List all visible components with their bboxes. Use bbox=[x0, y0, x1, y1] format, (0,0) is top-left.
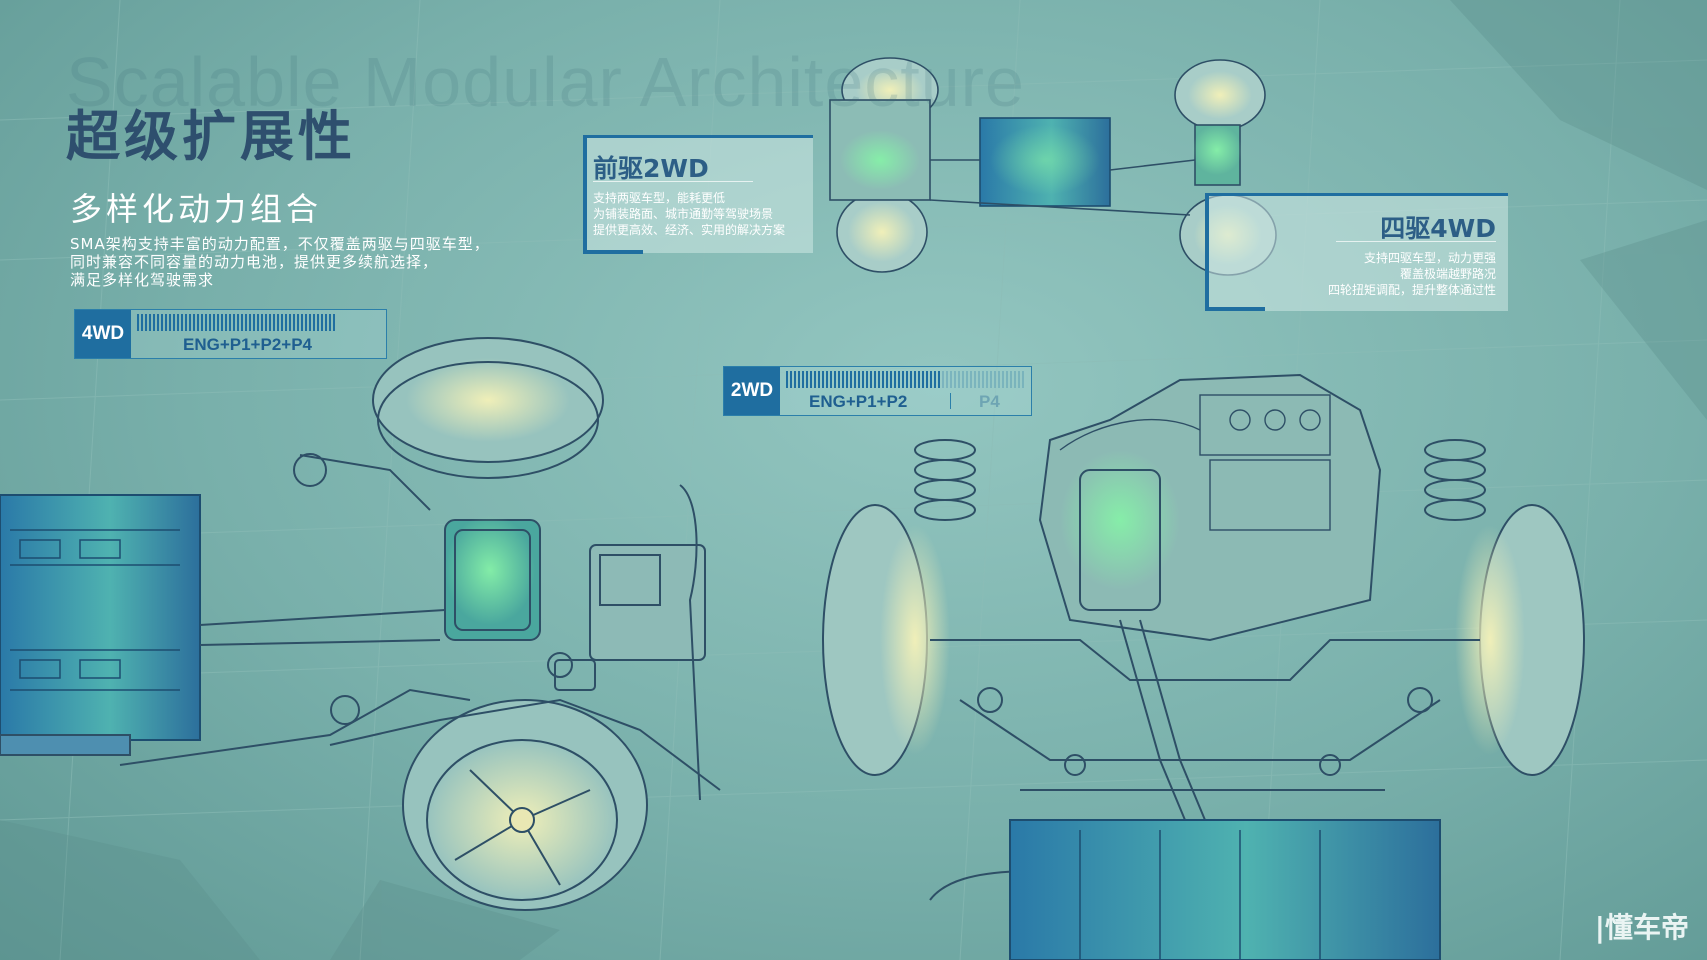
card-4wd: 四驱4WD 支持四驱车型，动力更强 覆盖极端越野路况 四轮扭矩调配，提升整体通过… bbox=[1205, 193, 1508, 311]
card-4wd-title: 四驱4WD bbox=[1380, 214, 1496, 243]
card-4wd-topline bbox=[1205, 193, 1508, 196]
rear-chassis-4wd bbox=[0, 337, 721, 911]
badge-4wd: 4WD ENG+P1+P2+P4 bbox=[74, 309, 387, 359]
description-line-3: 满足多样化驾驶需求 bbox=[70, 271, 215, 289]
corner-watermark-logo: |懂车帝 bbox=[1594, 911, 1689, 944]
description-line-1: SMA架构支持丰富的动力配置，不仅覆盖两驱与四驱车型， bbox=[70, 235, 490, 253]
card-4wd-stripe bbox=[1205, 193, 1209, 311]
badge-2wd-divider bbox=[950, 393, 951, 409]
section-subtitle: 多样化动力组合 bbox=[70, 190, 323, 228]
card-2wd-line-1: 支持两驱车型，能耗更低 bbox=[593, 191, 726, 205]
badge-4wd-level-bar bbox=[137, 314, 335, 331]
card-2wd-bottom-accent bbox=[583, 250, 643, 254]
badge-4wd-config: ENG+P1+P2+P4 bbox=[183, 335, 313, 354]
card-2wd-topline bbox=[583, 135, 813, 138]
badge-2wd-level-bar bbox=[786, 371, 941, 388]
card-2wd-stripe bbox=[583, 135, 587, 253]
card-4wd-line-1: 支持四驱车型，动力更强 bbox=[1363, 251, 1496, 265]
card-2wd-title: 前驱2WD bbox=[593, 154, 709, 183]
description-line-2: 同时兼容不同容量的动力电池，提供更多续航选择， bbox=[70, 253, 439, 271]
card-2wd-line-2: 为铺装路面、城市通勤等驾驶场景 bbox=[593, 207, 774, 221]
background-headline: Scalable Modular Architecture bbox=[66, 43, 1025, 121]
card-2wd: 前驱2WD 支持两驱车型，能耗更低 为铺装路面、城市通勤等驾驶场景 提供更高效、… bbox=[583, 135, 813, 254]
card-4wd-line-3: 四轮扭矩调配，提升整体通过性 bbox=[1327, 283, 1496, 297]
badge-2wd-tag: 2WD bbox=[724, 367, 780, 415]
badge-2wd-config: ENG+P1+P2 bbox=[809, 392, 908, 411]
badge-2wd: 2WD ENG+P1+P2 P4 bbox=[723, 366, 1032, 416]
page-title: 超级扩展性 bbox=[66, 105, 356, 168]
badge-4wd-tag: 4WD bbox=[75, 310, 131, 358]
card-4wd-divider bbox=[1336, 241, 1496, 242]
card-2wd-line-3: 提供更高效、经济、实用的解决方案 bbox=[593, 223, 786, 237]
badge-2wd-optional: P4 bbox=[979, 392, 1000, 411]
card-4wd-line-2: 覆盖极端越野路况 bbox=[1399, 267, 1496, 281]
front-chassis-2wd bbox=[822, 373, 1585, 960]
card-2wd-divider bbox=[593, 181, 753, 182]
card-4wd-bottom-accent bbox=[1205, 307, 1265, 311]
